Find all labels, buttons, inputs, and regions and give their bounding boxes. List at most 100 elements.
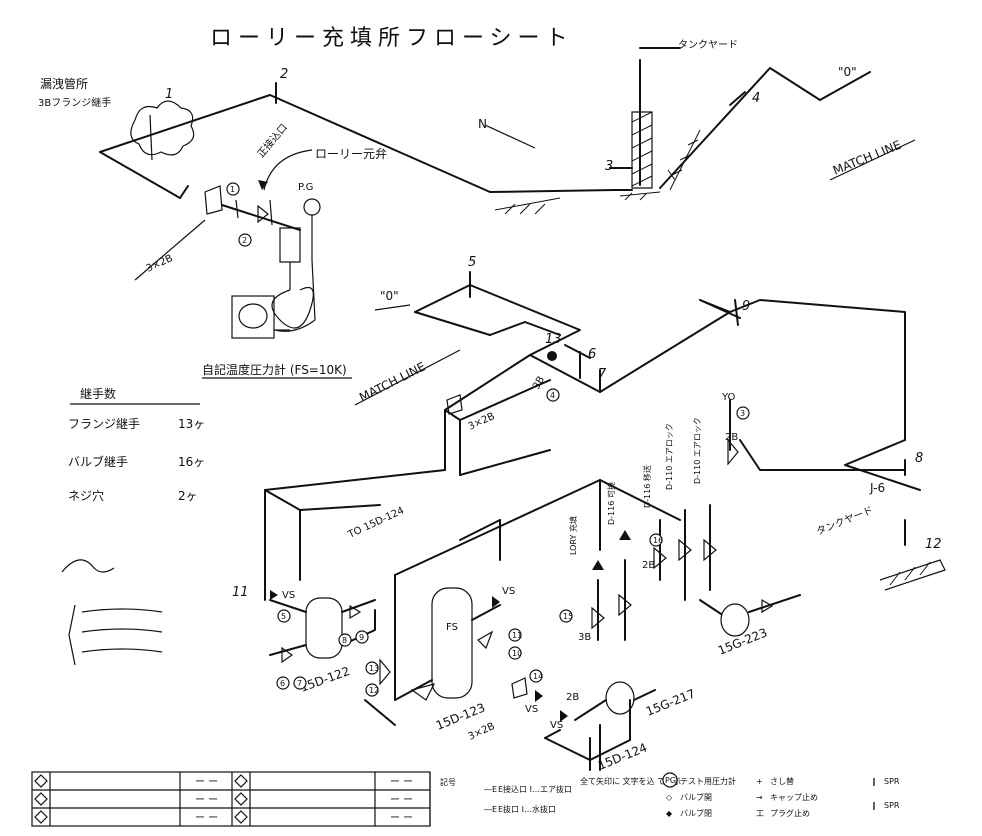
svg-text:15: 15 (563, 612, 573, 621)
legend-item-10: SPR (884, 777, 900, 786)
legend-item-8: キャップ止め (770, 792, 818, 802)
legend-item-10-symbol: ‖ (872, 777, 876, 786)
joint-row-1-label: フランジ継手 (68, 416, 140, 431)
legend-item-3: 全て矢印に 文字を込 て表示 (580, 776, 681, 786)
ref-number-9: 9 (742, 299, 750, 314)
size-3x2-bottom-label: 3×2B (467, 721, 497, 743)
vs-label-3: VS (525, 704, 538, 715)
d110-flex-label: D-110 エアロック (665, 423, 674, 490)
legend-item-4: テスト用圧力計 (680, 776, 736, 786)
leak-point-label: 漏洩管所 (40, 76, 88, 91)
joint-row-1-count: 13ヶ (178, 417, 205, 431)
svg-text:13: 13 (369, 664, 379, 673)
inlet-fittings (204, 185, 316, 332)
svg-text:12: 12 (369, 686, 379, 695)
size-2b-label-riser: 2B (642, 560, 655, 571)
gauge-caption: 自記温度圧力計 (FS=10K) (202, 362, 347, 377)
legend-item-7-symbol: + (756, 777, 763, 786)
size-2b-label-bottom: 2B (566, 692, 579, 703)
symbol-legend: 記号 ―E E接込口 I…エア抜口 ―E E抜口 I…水抜口 全て矢印に 文字を… (440, 772, 900, 818)
leak-cloud (130, 100, 195, 161)
match-line-top-label: MATCH LINE (831, 138, 903, 178)
joint-row-3-count: 2ヶ (178, 489, 198, 503)
joint-count-heading: 継手数 (80, 386, 116, 401)
d116-return-label: D-116 移送 (642, 465, 652, 508)
vs-label-1: VS (282, 590, 295, 601)
legend-item-2-symbol: ―E (484, 805, 497, 814)
to-line-label: TO 15D-124 (346, 505, 406, 541)
legend-item-5: バルブ開 (680, 792, 712, 802)
legend-item-4-symbol: PG (665, 776, 676, 785)
sheet-title: ローリー充填所フローシート (210, 26, 574, 51)
svg-text:16: 16 (653, 536, 663, 545)
legend-item-1: E接込口 I…エア抜口 (498, 784, 572, 794)
tb-row3-c3: ー ー (390, 813, 413, 824)
size-3x2-left-label: 3×2B (145, 253, 175, 275)
riser-lines (591, 504, 717, 641)
ref-number-1: 1 (165, 87, 173, 102)
pg-label: P.G (298, 182, 313, 193)
mid-pipe-run (264, 271, 921, 701)
ref-number-8: 8 (915, 451, 923, 466)
svg-text:3: 3 (740, 409, 745, 418)
joint-count-table: 継手数 フランジ継手 13ヶ バルブ継手 16ヶ ネジ穴 2ヶ (68, 386, 205, 503)
fs-label: FS (446, 622, 458, 633)
tank-15d-123 (364, 587, 501, 726)
pump-15g-223 (699, 594, 801, 637)
tank-15d-122 (269, 597, 376, 664)
legend-item-1-symbol: ―E (484, 785, 497, 794)
svg-text:1: 1 (230, 185, 235, 194)
lory-filling-label: LORY 充填 (568, 516, 578, 555)
legend-item-11: SPR (884, 801, 900, 810)
svg-text:14: 14 (533, 672, 543, 681)
svg-text:11: 11 (512, 631, 522, 640)
tb-row1-c3: ー ー (390, 777, 413, 788)
title-block: ー ー ー ー ー ー ー ー ー ー ー ー (31, 771, 431, 827)
legend-mark-label: 記号 (440, 777, 456, 787)
lorry-note-label: ローリー元弁 (315, 146, 387, 161)
tank-15d-124 (544, 699, 631, 771)
legend-item-6-symbol: ◆ (666, 809, 673, 818)
ref-number-6: 6 (588, 347, 596, 362)
tank-yard-bottom-label: タンクヤード (815, 504, 875, 538)
legend-item-9-symbol: 工 (756, 809, 764, 818)
legend-item-9: プラグ止め (770, 808, 810, 818)
north-arrow: N (478, 117, 536, 149)
joint-row-2-label: バルブ継手 (68, 454, 128, 469)
tank-yard-top-label: タンクヤード (678, 39, 738, 51)
ref-number-11: 11 (232, 585, 249, 600)
svg-text:10: 10 (512, 649, 522, 658)
svg-text:7: 7 (297, 679, 302, 688)
tb-row2-c2: ー ー (195, 795, 218, 806)
zero-mid-label: "0" (380, 289, 399, 303)
tb-row3-c2: ー ー (195, 813, 218, 824)
tank-15d-122-label: 15D-122 (298, 664, 351, 695)
size-3b-mid-label: 3B (531, 374, 547, 391)
vs-label-2: VS (502, 586, 515, 597)
north-label: N (478, 117, 487, 131)
vs-label-4: VS (550, 720, 563, 731)
ref-number-5: 5 (468, 255, 476, 270)
svg-text:5: 5 (281, 612, 286, 621)
joint-row-2-count: 16ヶ (178, 455, 205, 469)
joint-row-3-label: ネジ穴 (68, 488, 104, 503)
ref-number-13: 13 (545, 332, 562, 347)
legend-item-7: さし替 (770, 776, 794, 786)
svg-text:6: 6 (280, 679, 285, 688)
svg-text:2: 2 (242, 236, 247, 245)
top-pipe-run (99, 47, 871, 215)
ref-number-2: 2 (280, 67, 288, 82)
legend-item-11-symbol: ‖ (872, 801, 876, 810)
heisou-inlet-label: 正接込口 (254, 121, 290, 160)
yo-label: YO (721, 392, 736, 403)
legend-item-2: E抜口 I…水抜口 (498, 804, 556, 814)
svg-text:8: 8 (342, 636, 347, 645)
tank-15d-124-label: 15D-124 (596, 740, 649, 772)
handwritten-notes (61, 559, 163, 666)
legend-item-8-symbol: → (756, 793, 763, 802)
svg-text:9: 9 (359, 633, 364, 642)
ref-number-12: 12 (925, 537, 942, 552)
svg-text:4: 4 (550, 391, 555, 400)
